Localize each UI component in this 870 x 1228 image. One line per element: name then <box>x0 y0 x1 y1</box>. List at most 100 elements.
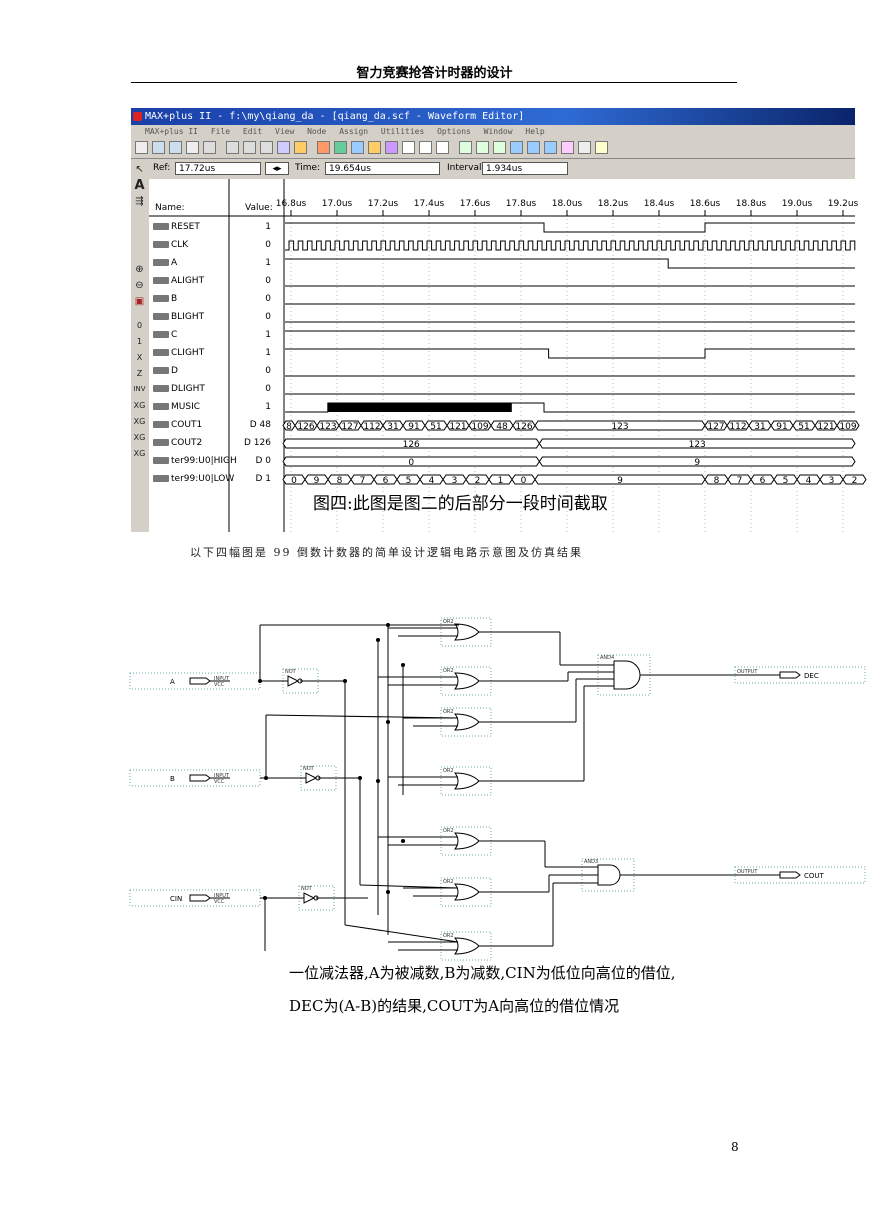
bus-cout1: 121 <box>446 420 470 432</box>
toolbar-button[interactable] <box>578 141 591 154</box>
signal-name[interactable]: COUT2 <box>153 437 202 449</box>
overwrite-icon[interactable]: XG <box>133 449 146 458</box>
signal-value: 1 <box>265 258 271 268</box>
signal-label: RESET <box>171 222 200 232</box>
toolbar-button[interactable] <box>135 141 148 154</box>
input-pin <box>189 894 211 902</box>
bus-low: 7 <box>727 474 752 486</box>
bus-cout2: 123 <box>538 438 856 450</box>
toolbar-button[interactable] <box>493 141 506 154</box>
signal-name[interactable]: ter99:U0|HIGH <box>153 455 237 467</box>
toolbar-button[interactable] <box>385 141 398 154</box>
component-tag: INPUT <box>214 893 230 899</box>
toolbar-button[interactable] <box>368 141 381 154</box>
menu-item[interactable]: Edit <box>242 127 263 136</box>
signal-value: 0 <box>265 240 271 250</box>
menu-bar: MAX+plus II File Edit View Node Assign U… <box>131 125 855 138</box>
toolbar-button[interactable] <box>317 141 330 154</box>
time-tick-label: 16.8us <box>276 199 307 209</box>
menu-item[interactable]: Node <box>307 127 327 136</box>
menu-item[interactable]: Utilities <box>380 127 425 136</box>
signal-name[interactable]: C <box>153 329 177 341</box>
toolbar-button[interactable] <box>294 141 307 154</box>
bus-low: 4 <box>796 474 821 486</box>
bus-low: 7 <box>350 474 375 486</box>
toolbar-button[interactable] <box>334 141 347 154</box>
signal-name[interactable]: RESET <box>153 221 200 233</box>
zoom-out-icon[interactable]: ⊖ <box>135 280 144 291</box>
toolbar-button[interactable] <box>203 141 216 154</box>
input-label: B <box>170 775 175 783</box>
toolbar-button[interactable] <box>510 141 523 154</box>
signal-name[interactable]: ALIGHT <box>153 275 204 287</box>
bus-cout1: 51 <box>792 420 816 432</box>
signal-name[interactable]: ter99:U0|LOW <box>153 473 234 485</box>
junction <box>358 776 362 780</box>
group-icon[interactable]: XG <box>133 433 146 442</box>
pointer-tool-icon[interactable]: ↖ <box>135 164 144 175</box>
toolbar-button[interactable] <box>351 141 364 154</box>
toolbar-button[interactable] <box>527 141 540 154</box>
page-number: 8 <box>731 1140 739 1154</box>
toolbar-button[interactable] <box>419 141 432 154</box>
menu-item[interactable]: Options <box>437 127 471 136</box>
toolbar-button[interactable] <box>277 141 290 154</box>
toolbar-button[interactable] <box>402 141 415 154</box>
menu-item[interactable]: MAX+plus II <box>145 127 198 136</box>
toolbar-button[interactable] <box>436 141 449 154</box>
invert-icon[interactable]: INV <box>133 385 146 393</box>
signal-name[interactable]: DLIGHT <box>153 383 205 395</box>
component-tag: OR2 <box>443 668 454 674</box>
toolbar-button[interactable] <box>152 141 165 154</box>
bus-segment <box>842 474 867 485</box>
toolbar-button[interactable] <box>595 141 608 154</box>
bus-low: 2 <box>465 474 490 486</box>
level-0-icon[interactable]: 0 <box>136 321 143 330</box>
menu-item[interactable]: View <box>275 127 295 136</box>
header-rule <box>131 82 737 83</box>
level-1-icon[interactable]: 1 <box>136 337 143 346</box>
node-tool-icon[interactable]: ⇶ <box>135 196 144 207</box>
signal-label: A <box>171 258 178 268</box>
signal-name[interactable]: MUSIC <box>153 401 200 413</box>
signal-name[interactable]: B <box>153 293 177 305</box>
wave-a <box>285 258 855 269</box>
toolbar-button[interactable] <box>544 141 557 154</box>
window-title: MAX+plus II - f:\my\qiang_da - [qiang_da… <box>145 111 525 122</box>
or-gate <box>454 623 480 641</box>
menu-item[interactable]: Assign <box>339 127 369 136</box>
signal-name[interactable]: CLK <box>153 239 188 251</box>
signal-name[interactable]: COUT1 <box>153 419 202 431</box>
ref-field[interactable]: 17.72us <box>175 162 261 175</box>
toolbar-button[interactable] <box>169 141 182 154</box>
signal-name[interactable]: CLIGHT <box>153 347 204 359</box>
menu-item[interactable]: Window <box>483 127 513 136</box>
signal-name[interactable]: A <box>153 257 177 269</box>
signal-label: ter99:U0|HIGH <box>171 456 237 466</box>
toolbar-button[interactable] <box>226 141 239 154</box>
toolbar-button[interactable] <box>260 141 273 154</box>
toolbar-button[interactable] <box>186 141 199 154</box>
count-icon[interactable]: XG <box>133 401 146 410</box>
text-tool-icon[interactable]: A <box>134 178 145 193</box>
zoom-in-icon[interactable]: ⊕ <box>135 264 144 275</box>
ref-nav-arrows[interactable]: ◂▸ <box>265 162 289 175</box>
toolbar-button[interactable] <box>459 141 472 154</box>
signal-value: 1 <box>265 222 271 232</box>
toolbar-button[interactable] <box>476 141 489 154</box>
menu-item[interactable]: Help <box>525 127 545 136</box>
menu-item[interactable]: File <box>210 127 231 136</box>
toolbar-button[interactable] <box>243 141 256 154</box>
fit-icon[interactable]: ▣ <box>134 296 145 307</box>
level-x-icon[interactable]: X <box>136 353 143 362</box>
level-z-icon[interactable]: Z <box>136 369 143 378</box>
clock-icon[interactable]: XG <box>133 417 146 426</box>
signal-name[interactable]: D <box>153 365 178 377</box>
bus-cout1: 127 <box>704 420 728 432</box>
junction <box>376 779 380 783</box>
bus-high: 0 <box>282 456 541 468</box>
signal-name[interactable]: BLIGHT <box>153 311 204 323</box>
toolbar-button[interactable] <box>561 141 574 154</box>
component-tag: OUTPUT <box>737 869 758 875</box>
